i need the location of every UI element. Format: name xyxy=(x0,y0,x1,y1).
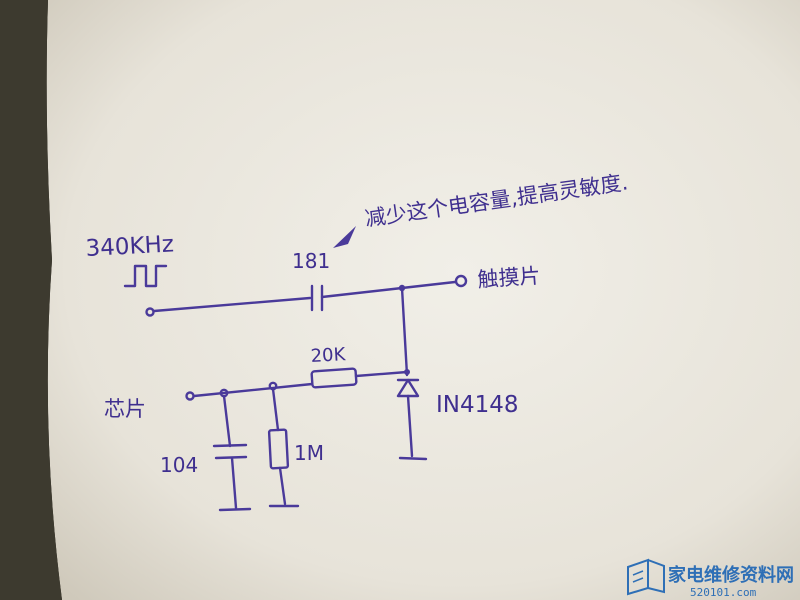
paper-edge-shadow xyxy=(0,0,62,600)
paper-sheet xyxy=(46,0,800,600)
wire-1m-top xyxy=(271,387,280,432)
capacitor-181-label: 181 xyxy=(292,249,330,273)
resistor-20k-label: 20K xyxy=(310,344,347,367)
chip-label: 芯片 xyxy=(104,397,146,421)
book-logo-icon xyxy=(627,558,665,596)
wire-cap104-bottom xyxy=(230,456,238,510)
wire-node-vertical xyxy=(400,286,409,377)
wire-input-top xyxy=(152,296,312,313)
capacitor-104-label: 104 xyxy=(160,453,198,477)
cap-ground-icon xyxy=(218,507,252,512)
watermark: 家电维修资料网 520101.com xyxy=(627,558,794,599)
resistor-1m-label: 1M xyxy=(294,441,324,465)
wire-diode-ground xyxy=(406,394,414,458)
output-terminal xyxy=(454,274,468,288)
wire-cap-to-node xyxy=(320,286,404,299)
square-wave-icon xyxy=(123,264,168,288)
arrow-icon xyxy=(333,226,356,248)
circuit-schematic xyxy=(123,226,468,512)
frequency-label: 340KHz xyxy=(85,231,175,262)
watermark-url: 520101.com xyxy=(690,586,757,599)
wire-cap104-top xyxy=(222,394,232,448)
diode-ground-icon xyxy=(398,456,428,461)
wire-chip xyxy=(192,382,314,398)
watermark-brand: 家电维修资料网 xyxy=(668,564,794,586)
wire-to-output xyxy=(400,280,457,290)
output-label: 触摸片 xyxy=(477,264,542,292)
wire-1m-bottom xyxy=(278,466,287,506)
diode-label: IN4148 xyxy=(436,392,519,418)
wire-res-to-diode xyxy=(354,370,409,378)
